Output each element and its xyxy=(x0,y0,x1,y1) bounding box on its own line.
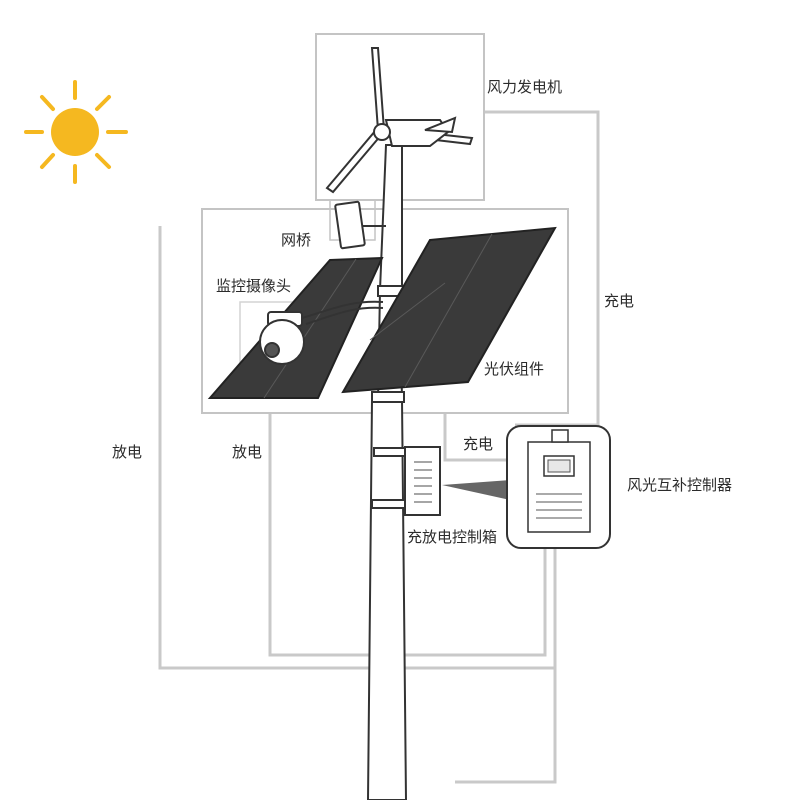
controller-icon xyxy=(506,425,611,549)
label-charge-right: 充电 xyxy=(604,292,635,310)
charge-wire-panel xyxy=(443,412,515,462)
controller-pointer xyxy=(442,480,510,500)
label-wind-solar-controller: 风光互补控制器 xyxy=(627,476,733,494)
control-box-icon xyxy=(404,446,441,516)
ground-wire xyxy=(455,548,557,784)
label-surveillance-camera: 监控摄像头 xyxy=(216,277,292,295)
label-network-bridge: 网桥 xyxy=(281,231,312,249)
sun-icon xyxy=(24,80,128,184)
wind-turbine-icon xyxy=(325,47,474,194)
label-charge-discharge-box: 充放电控制箱 xyxy=(407,528,498,546)
label-discharge-inner: 放电 xyxy=(232,443,263,461)
discharge-wire-inner xyxy=(268,412,547,657)
label-pv-module: 光伏组件 xyxy=(484,360,545,378)
wiring xyxy=(158,110,600,784)
label-charge-bottom: 充电 xyxy=(463,435,494,453)
label-discharge-left: 放电 xyxy=(112,443,143,461)
network-bridge-icon xyxy=(334,200,386,250)
label-wind-turbine: 风力发电机 xyxy=(487,78,563,96)
pole xyxy=(366,144,408,801)
camera-icon xyxy=(259,300,384,365)
